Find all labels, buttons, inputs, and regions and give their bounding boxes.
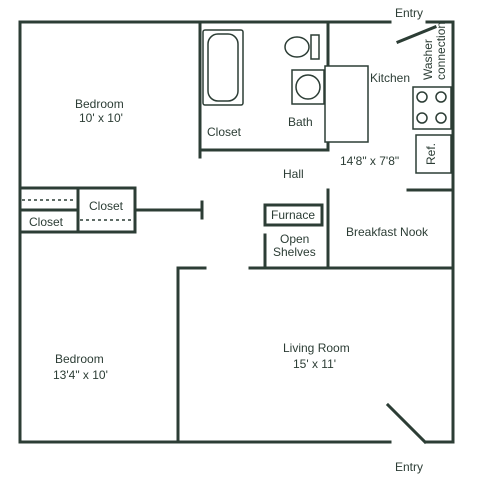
entry-door-top bbox=[396, 25, 437, 44]
living-room-dim: 15' x 11' bbox=[293, 357, 336, 371]
bedroom1-name: Bedroom bbox=[75, 97, 124, 111]
hall-label: Hall bbox=[283, 167, 304, 181]
entry-door-bottom bbox=[385, 402, 428, 445]
bedroom1-dim: 10' x 10' bbox=[79, 111, 123, 125]
entry-top-label: Entry bbox=[395, 6, 423, 20]
bath-label: Bath bbox=[288, 115, 313, 129]
bedroom2-name: Bedroom bbox=[55, 352, 104, 366]
kitchen-label: Kitchen bbox=[370, 71, 410, 85]
interior-walls bbox=[18, 20, 455, 444]
closet-bath-label: Closet bbox=[207, 125, 242, 139]
living-room-name: Living Room bbox=[283, 341, 350, 355]
furnace-label: Furnace bbox=[271, 208, 315, 222]
ref-label: Ref. bbox=[424, 143, 438, 165]
counter bbox=[324, 65, 369, 143]
washer-line2: connection bbox=[434, 22, 448, 80]
bathtub bbox=[202, 29, 244, 106]
toilet bbox=[284, 34, 320, 60]
refrigerator bbox=[415, 134, 452, 174]
closet-lower-label: Closet bbox=[29, 215, 64, 229]
washer-connection-label: Washer connection bbox=[421, 22, 448, 80]
kitchen-dim: 14'8" x 7'8" bbox=[340, 154, 399, 168]
entry-bottom-label: Entry bbox=[395, 460, 423, 474]
closet-rods bbox=[22, 199, 133, 221]
open-shelves-line2: Shelves bbox=[273, 245, 316, 259]
open-shelves-line1: Open bbox=[280, 232, 309, 246]
breakfast-nook-label: Breakfast Nook bbox=[346, 225, 429, 239]
ref-label-group: Ref. bbox=[424, 143, 438, 165]
washer-line1: Washer bbox=[421, 39, 435, 80]
stove bbox=[412, 86, 452, 130]
closet-upper-label: Closet bbox=[89, 199, 124, 213]
sink-bath bbox=[291, 69, 325, 105]
bedroom2-dim: 13'4" x 10' bbox=[53, 368, 108, 382]
